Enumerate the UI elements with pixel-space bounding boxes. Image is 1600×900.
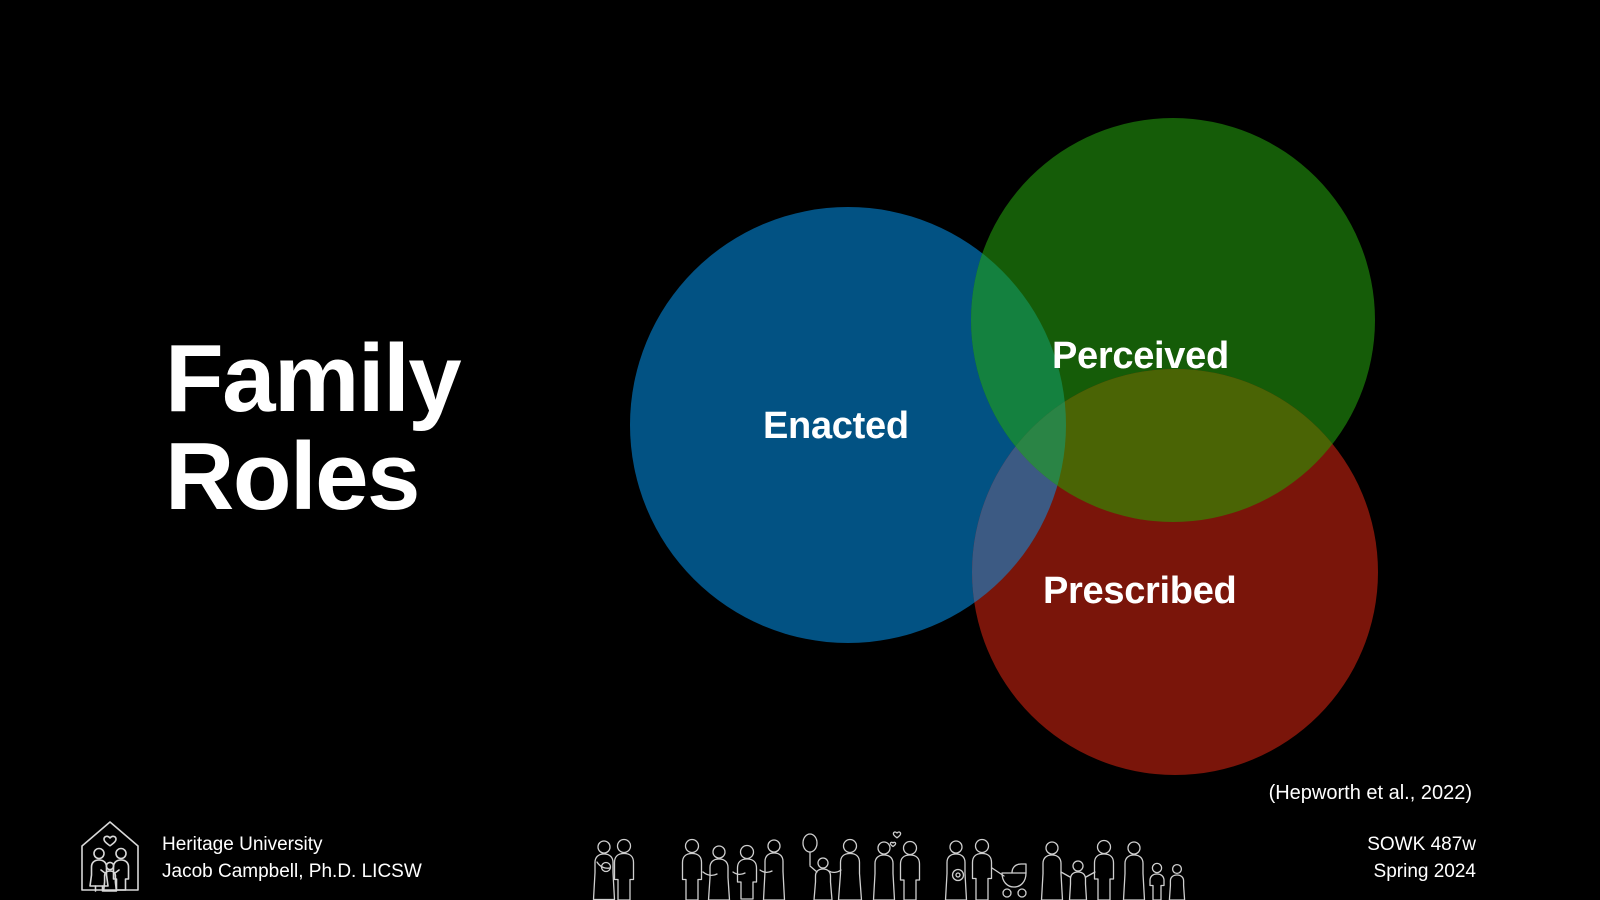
page-title: Family Roles (165, 330, 635, 526)
family-silhouettes-strip (588, 820, 1188, 900)
venn-label-enacted: Enacted (763, 405, 909, 447)
silhouette-group-5 (944, 838, 1027, 900)
silhouette-group-4 (872, 831, 921, 900)
footer-credit: Heritage University Jacob Campbell, Ph.D… (162, 832, 422, 892)
venn-diagram: Enacted Perceived Prescribed (600, 80, 1450, 820)
silhouette-group-6 (1040, 839, 1115, 900)
footer-course-info: SOWK 487w Spring 2024 (1367, 832, 1476, 886)
venn-overlap-perceived-prescribed (972, 369, 1375, 522)
silhouette-group-3 (802, 833, 863, 900)
silhouette-group-2 (681, 838, 786, 900)
venn-label-perceived: Perceived (1052, 335, 1229, 377)
footer-left: Heritage University Jacob Campbell, Ph.D… (78, 816, 422, 892)
course-term: Spring 2024 (1373, 861, 1476, 883)
institution-name: Heritage University (162, 834, 323, 856)
title-line-2: Roles (165, 422, 420, 530)
silhouette-group-1 (592, 838, 635, 900)
heritage-house-logo-icon (78, 816, 142, 892)
venn-circle-enacted (630, 207, 1066, 643)
venn-label-prescribed: Prescribed (1043, 570, 1237, 612)
title-line-1: Family (165, 325, 462, 432)
citation-text: (Hepworth et al., 2022) (1268, 782, 1472, 804)
silhouette-group-7 (1122, 841, 1186, 900)
presenter-name: Jacob Campbell, Ph.D. LICSW (162, 861, 422, 883)
course-code: SOWK 487w (1367, 834, 1476, 856)
